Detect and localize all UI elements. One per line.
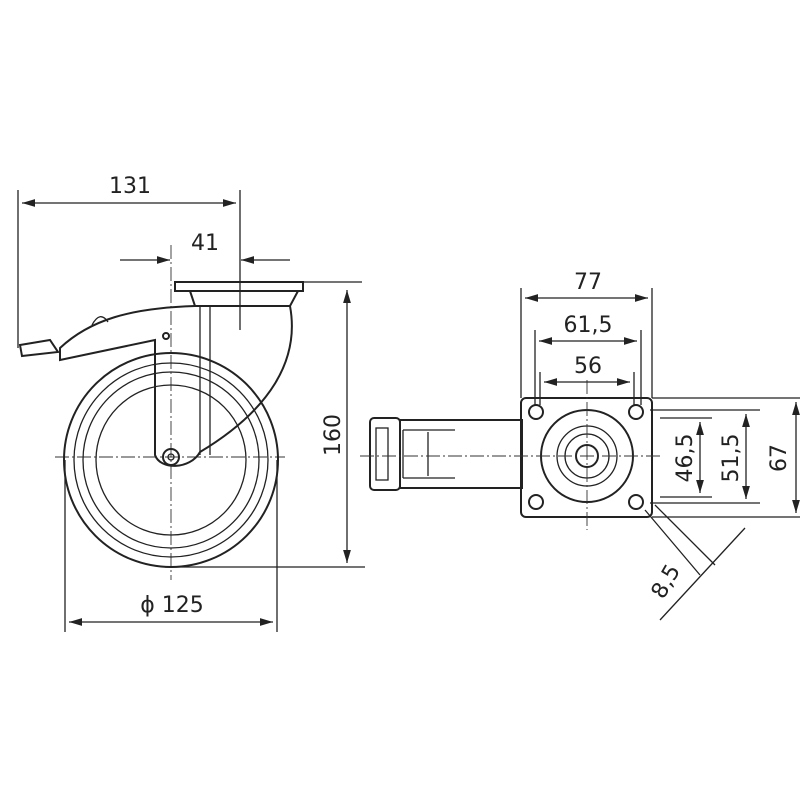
- dim-61-5: 61,5: [564, 313, 613, 338]
- side-view: 131 41 160 ϕ 125: [17, 174, 365, 632]
- dim-8-5: 8,5: [647, 560, 686, 603]
- bolt-hole: [628, 404, 644, 420]
- top-plate: [174, 281, 304, 292]
- dim-67: 67: [767, 444, 792, 472]
- dim-wheel-diameter: ϕ 125: [140, 593, 204, 618]
- dim-160: 160: [321, 414, 346, 456]
- dim-131: 131: [109, 174, 151, 199]
- dim-41: 41: [191, 231, 219, 256]
- axle-nut: [162, 448, 180, 466]
- brake-lever: [18, 338, 60, 358]
- dim-56: 56: [574, 354, 602, 379]
- bolt-hole: [628, 494, 644, 510]
- dim-46-5: 46,5: [673, 434, 698, 483]
- bolt-hole: [528, 404, 544, 420]
- mounting-plate: [520, 397, 653, 518]
- brake-pedal: [369, 417, 401, 491]
- dim-77: 77: [574, 270, 602, 295]
- dim-51-5: 51,5: [719, 434, 744, 483]
- top-view: 77 61,5 56 46,5 51,5 67 8,5: [360, 270, 800, 621]
- bolt-hole: [528, 494, 544, 510]
